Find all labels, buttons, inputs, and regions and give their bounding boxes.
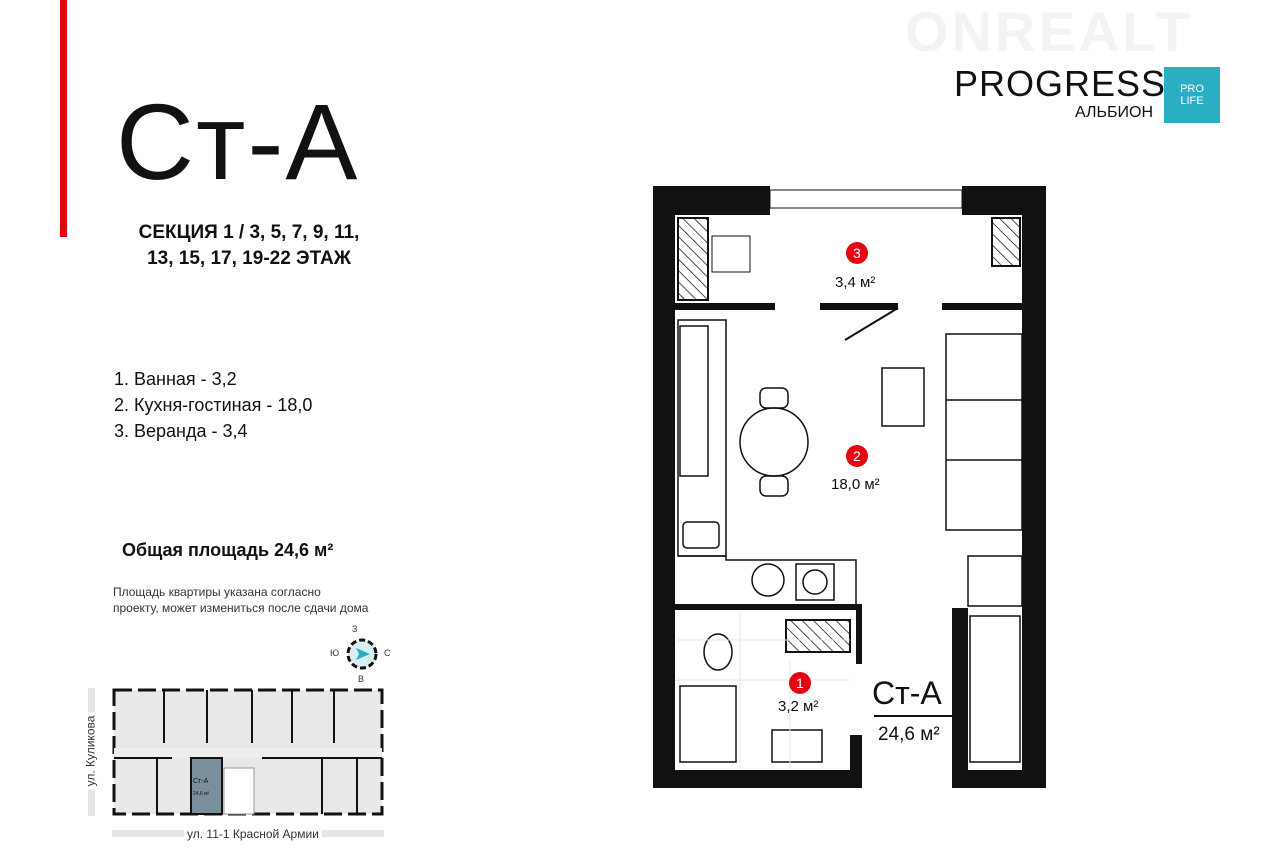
marker-3: 3 (853, 245, 861, 261)
watermark: ONREALT (905, 0, 1193, 63)
compass-east: В (358, 674, 365, 684)
total-area: Общая площадь 24,6 м² (122, 540, 334, 560)
marker-2: 2 (853, 448, 861, 464)
compass-icon (346, 638, 378, 670)
site-unit-area: 24,6 м² (193, 791, 210, 797)
logo-subtitle: АЛЬБИОН (1075, 104, 1154, 121)
site-unit-label: Ст-А (193, 778, 209, 785)
compass-north: С (384, 648, 391, 658)
site-plan (112, 688, 384, 816)
floors-info: СЕКЦИЯ 1 / 3, 5, 7, 9, 11, 13, 15, 17, 19… (118, 220, 380, 272)
logo-title: PROGRESS (954, 63, 1167, 104)
area-3: 3,4 м² (835, 274, 876, 291)
compass-west: З (352, 624, 358, 634)
accent-bar (60, 0, 67, 237)
note-line: проекту, может измениться после сдачи до… (113, 601, 369, 615)
badge-text: LIFE (1180, 95, 1204, 107)
note-line: Площадь квартиры указана согласно (113, 585, 321, 599)
marker-1: 1 (796, 675, 804, 691)
plan-area: 24,6 м² (878, 724, 940, 745)
compass-south: Ю (330, 648, 340, 658)
badge-text: PRO (1180, 83, 1204, 95)
floors-line: СЕКЦИЯ 1 / 3, 5, 7, 9, 11, (138, 222, 360, 243)
area-1: 3,2 м² (778, 698, 819, 715)
room-list: 1. Ванная - 3,2 2. Кухня-гостиная - 18,0… (114, 366, 312, 444)
apartment-title: Ст-А (116, 81, 360, 202)
street-bottom: ул. 11-1 Красной Армии (184, 827, 322, 841)
plan-label: Ст-А (872, 675, 942, 711)
room-item: 3. Веранда - 3,4 (114, 421, 248, 441)
floors-line: 13, 15, 17, 19-22 ЭТАЖ (147, 248, 351, 269)
area-2: 18,0 м² (831, 476, 880, 493)
room-item: 1. Ванная - 3,2 (114, 369, 237, 389)
room-item: 2. Кухня-гостиная - 18,0 (114, 395, 313, 415)
area-note: Площадь квартиры указана согласно проекту… (113, 584, 368, 616)
